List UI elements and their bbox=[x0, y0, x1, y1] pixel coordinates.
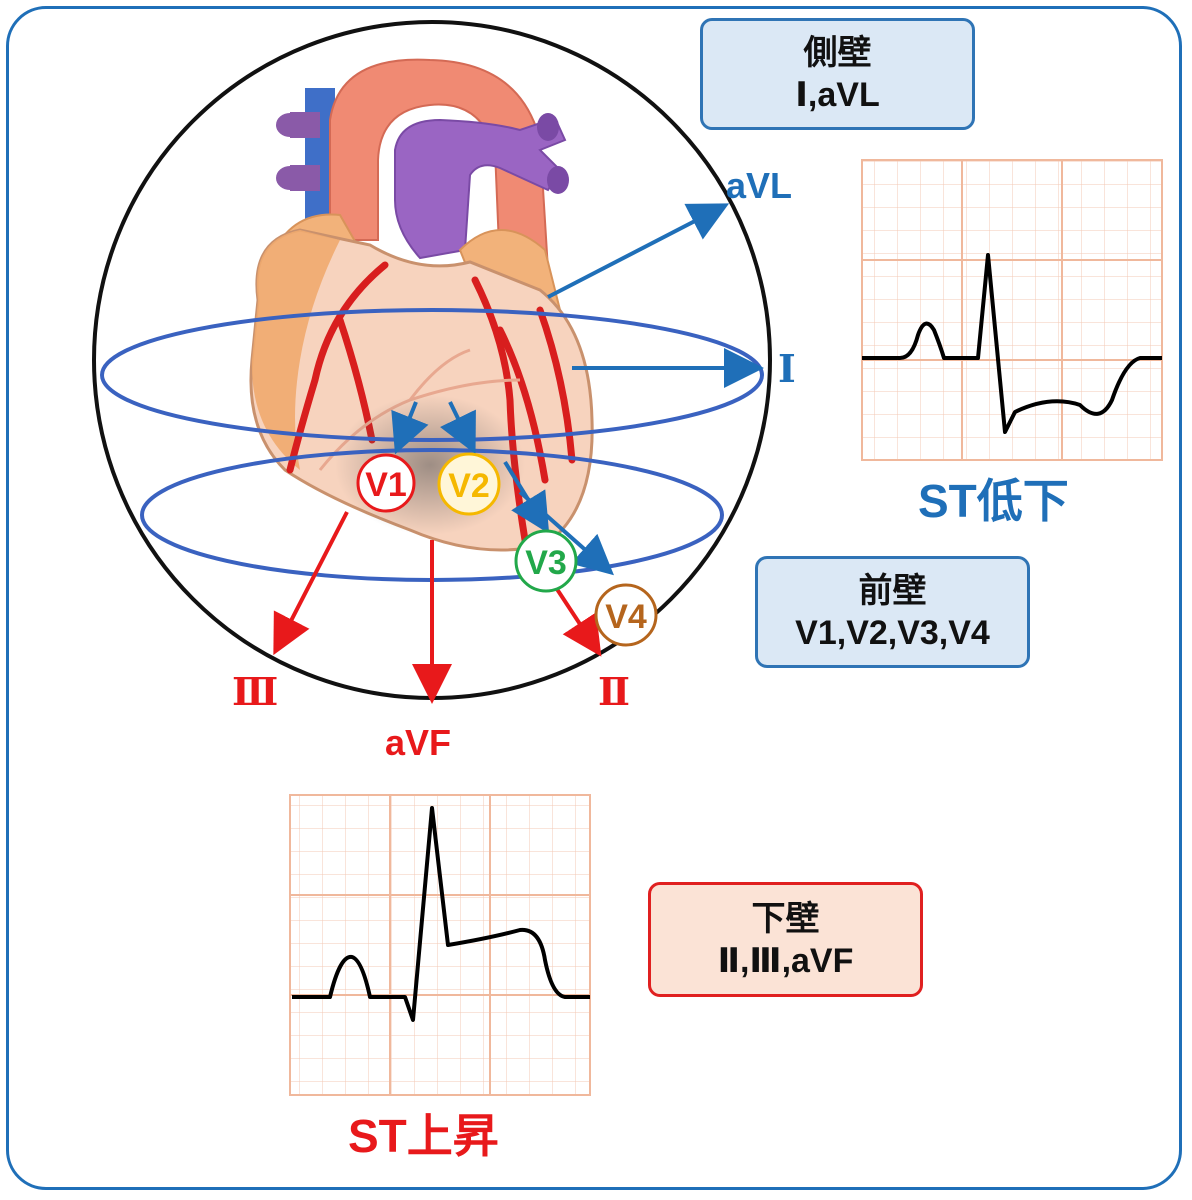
inferior-wall-leads: Ⅱ,Ⅲ,aVF bbox=[717, 941, 854, 980]
avf-label: aVF bbox=[385, 722, 452, 763]
avl-arrow bbox=[547, 203, 730, 299]
lateral-wall-leads: Ⅰ,aVL bbox=[795, 76, 880, 114]
lead2-label: Ⅱ bbox=[598, 669, 631, 714]
st-elevation-caption: ST上昇 bbox=[348, 1110, 499, 1162]
lead3-label: Ⅲ bbox=[232, 669, 279, 714]
inferior-wall-title: 下壁 bbox=[751, 899, 820, 938]
lateral-wall-title: 側壁 bbox=[803, 34, 872, 72]
lead1-label: Ⅰ bbox=[778, 346, 796, 391]
heart-illustration bbox=[249, 58, 594, 552]
anterior-wall-box: 前壁 V1,V2,V3,V4 bbox=[755, 556, 1030, 668]
ecg-st-elevation bbox=[289, 794, 591, 1096]
outer-frame bbox=[6, 6, 1182, 1190]
st-depression-caption: ST低下 bbox=[918, 475, 1069, 527]
v4-label: V4 bbox=[605, 598, 647, 636]
v1-label: V1 bbox=[365, 466, 407, 504]
v1-marker: V1 bbox=[356, 453, 416, 513]
v2-marker: V2 bbox=[437, 452, 501, 516]
v4-arrow bbox=[518, 490, 614, 576]
v4-marker: V4 bbox=[594, 583, 658, 647]
anterior-wall-title: 前壁 bbox=[858, 572, 927, 610]
v3-label: V3 bbox=[525, 544, 567, 582]
v2-label: V2 bbox=[448, 467, 490, 505]
v3-marker: V3 bbox=[514, 529, 578, 593]
anterior-wall-leads: V1,V2,V3,V4 bbox=[795, 614, 990, 652]
ecg-st-depression bbox=[861, 159, 1163, 461]
lead3-arrow bbox=[273, 511, 349, 656]
lateral-wall-box: 側壁 Ⅰ,aVL bbox=[700, 18, 975, 130]
v1-arrow bbox=[391, 401, 429, 455]
avl-label: aVL bbox=[726, 165, 793, 206]
inferior-wall-box: 下壁 Ⅱ,Ⅲ,aVF bbox=[648, 882, 923, 997]
v2-arrow bbox=[439, 401, 476, 455]
